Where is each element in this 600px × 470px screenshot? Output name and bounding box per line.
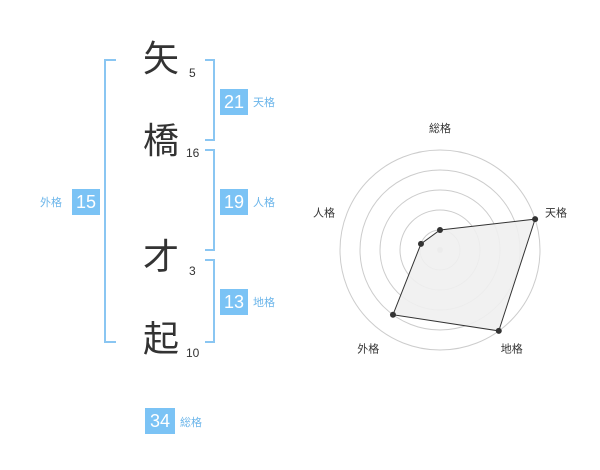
radar-axis-label-3: 地格 xyxy=(501,342,523,356)
jinkaku-bracket xyxy=(205,149,215,251)
stroke-count-2: 16 xyxy=(186,146,200,160)
radar-point-5 xyxy=(417,240,424,247)
radar-axis-label-2: 天格 xyxy=(545,205,567,219)
radar-point-2 xyxy=(532,216,539,223)
gaikaku-label: 外格 xyxy=(40,196,62,209)
tenkaku-label: 天格 xyxy=(253,96,275,109)
soukaku-value: 34 xyxy=(145,408,175,434)
tenkaku-bracket xyxy=(205,59,215,141)
stroke-count-3: 3 xyxy=(189,264,196,278)
stroke-count-4: 10 xyxy=(186,346,200,360)
tenkaku-value: 21 xyxy=(220,89,248,115)
name-char-3: 才 xyxy=(142,237,179,278)
name-char-1: 矢 xyxy=(142,39,179,80)
jinkaku-label: 人格 xyxy=(253,196,275,209)
radar-points xyxy=(389,216,539,334)
radar-series-area xyxy=(392,218,536,332)
radar-axis-label-4: 外格 xyxy=(357,342,379,356)
gaikaku-value: 15 xyxy=(72,189,100,215)
radar-point-1 xyxy=(437,227,443,233)
radar-point-3 xyxy=(495,327,502,334)
radar-grid-ring xyxy=(339,149,541,351)
chikaku-label: 地格 xyxy=(253,296,275,309)
radar-point-4 xyxy=(389,311,396,318)
name-char-2: 橋 xyxy=(142,121,179,162)
soukaku-label: 総格 xyxy=(180,416,202,429)
radar-axis-label-1: 総格 xyxy=(429,121,451,135)
name-char-4: 起 xyxy=(142,319,179,360)
jinkaku-value: 19 xyxy=(220,189,248,215)
stroke-count-1: 5 xyxy=(189,66,196,80)
gaikaku-bracket xyxy=(104,59,116,343)
chikaku-bracket xyxy=(205,259,215,343)
chikaku-value: 13 xyxy=(220,289,248,315)
radar-axis-label-5: 人格 xyxy=(313,205,335,219)
